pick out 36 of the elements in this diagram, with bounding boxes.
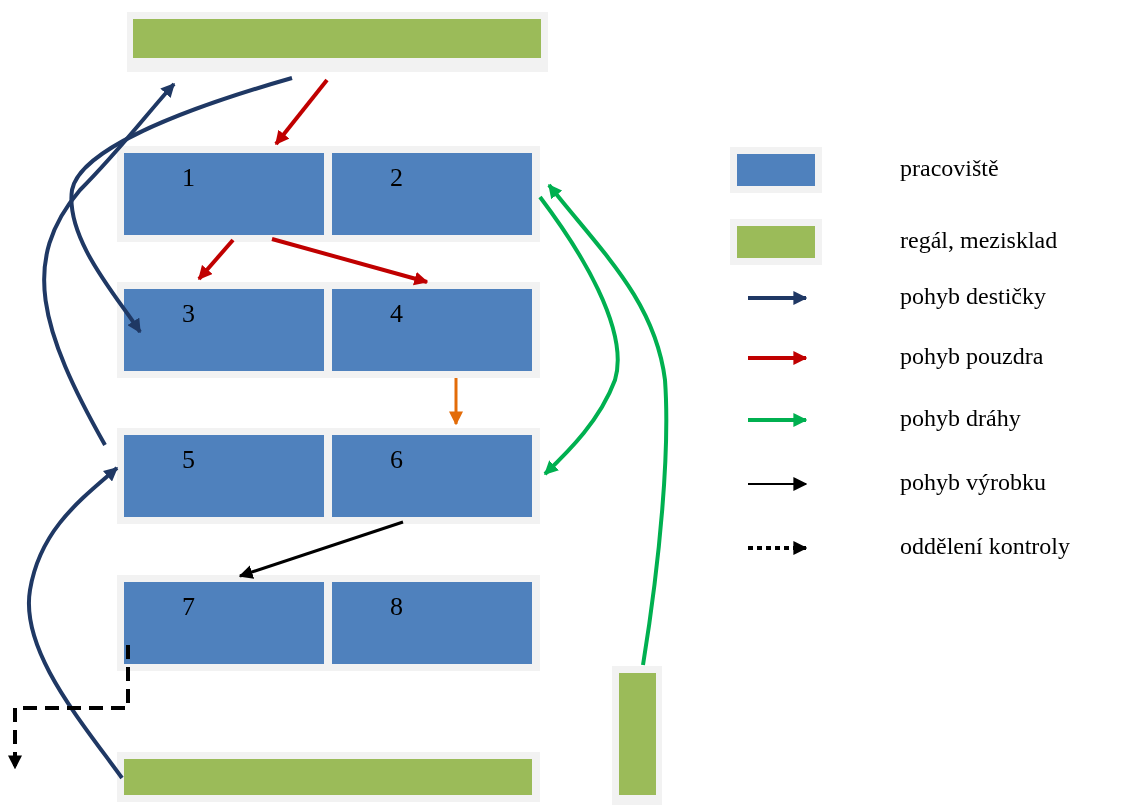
station-number: 1 [182, 165, 195, 191]
station-number: 6 [390, 447, 403, 473]
workstation-box [124, 435, 324, 517]
arrow [8, 645, 130, 770]
legend-label: pohyb destičky [900, 284, 1046, 308]
arrow [547, 183, 669, 666]
workstation-box [124, 153, 324, 235]
legend-label: oddělení kontroly [900, 534, 1070, 558]
station-number: 4 [390, 301, 403, 327]
workstation-box [332, 289, 532, 371]
arrow [538, 195, 620, 476]
station-number: 3 [182, 301, 195, 327]
legend-label: pracoviště [900, 156, 999, 180]
arrow [238, 520, 404, 579]
arrow [197, 238, 235, 281]
workstation-box [332, 153, 532, 235]
station-number: 7 [182, 594, 195, 620]
station-number: 5 [182, 447, 195, 473]
station-number: 8 [390, 594, 403, 620]
arrow [274, 78, 329, 146]
shelf-bar [124, 759, 532, 795]
legend-label: pohyb výrobku [900, 470, 1046, 494]
arrow [42, 82, 176, 446]
workstation-box [332, 435, 532, 517]
arrow [271, 237, 429, 286]
workstation-box [124, 582, 324, 664]
workstation-box [332, 582, 532, 664]
workstation-box [124, 289, 324, 371]
station-number: 2 [390, 165, 403, 191]
arrow [449, 378, 463, 426]
legend-label: regál, mezisklad [900, 228, 1058, 252]
arrow [27, 466, 124, 780]
legend-label: pohyb dráhy [900, 406, 1021, 430]
legend-label: pohyb pouzdra [900, 344, 1044, 368]
shelf-bar [619, 673, 656, 795]
shelf-bar [133, 19, 541, 58]
